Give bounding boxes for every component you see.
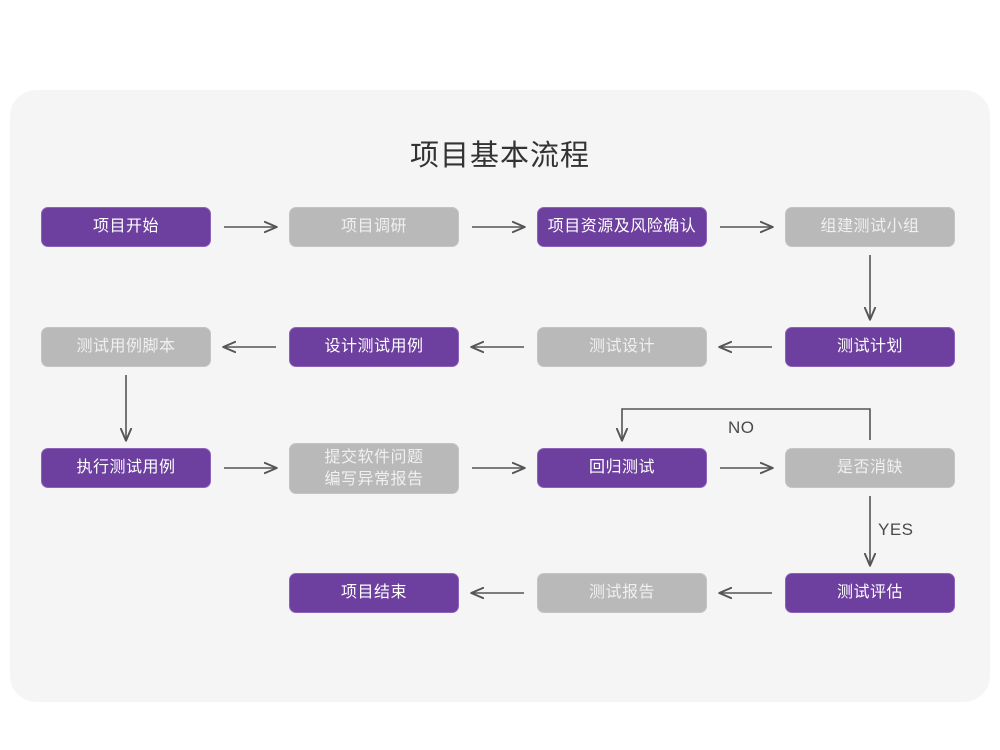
node-design-test-cases[interactable]: 设计测试用例: [289, 327, 459, 367]
node-build-test-team[interactable]: 组建测试小组: [785, 207, 955, 247]
node-test-case-script[interactable]: 测试用例脚本: [41, 327, 211, 367]
node-test-design[interactable]: 测试设计: [537, 327, 707, 367]
edge-label-yes: YES: [878, 520, 914, 539]
node-project-research[interactable]: 项目调研: [289, 207, 459, 247]
node-project-start[interactable]: 项目开始: [41, 207, 211, 247]
node-defect-cleared-decision[interactable]: 是否消缺: [785, 448, 955, 488]
node-project-end[interactable]: 项目结束: [289, 573, 459, 613]
node-resource-risk-confirm[interactable]: 项目资源及风险确认: [537, 207, 707, 247]
page-title: 项目基本流程: [409, 140, 590, 172]
node-test-plan[interactable]: 测试计划: [785, 327, 955, 367]
edge-label-no: NO: [728, 418, 755, 437]
node-regression-test[interactable]: 回归测试: [537, 448, 707, 488]
node-test-evaluation[interactable]: 测试评估: [785, 573, 955, 613]
node-test-report[interactable]: 测试报告: [537, 573, 707, 613]
node-submit-defect-report[interactable]: 提交软件问题 编写异常报告: [289, 443, 459, 494]
node-execute-test-cases[interactable]: 执行测试用例: [41, 448, 211, 488]
